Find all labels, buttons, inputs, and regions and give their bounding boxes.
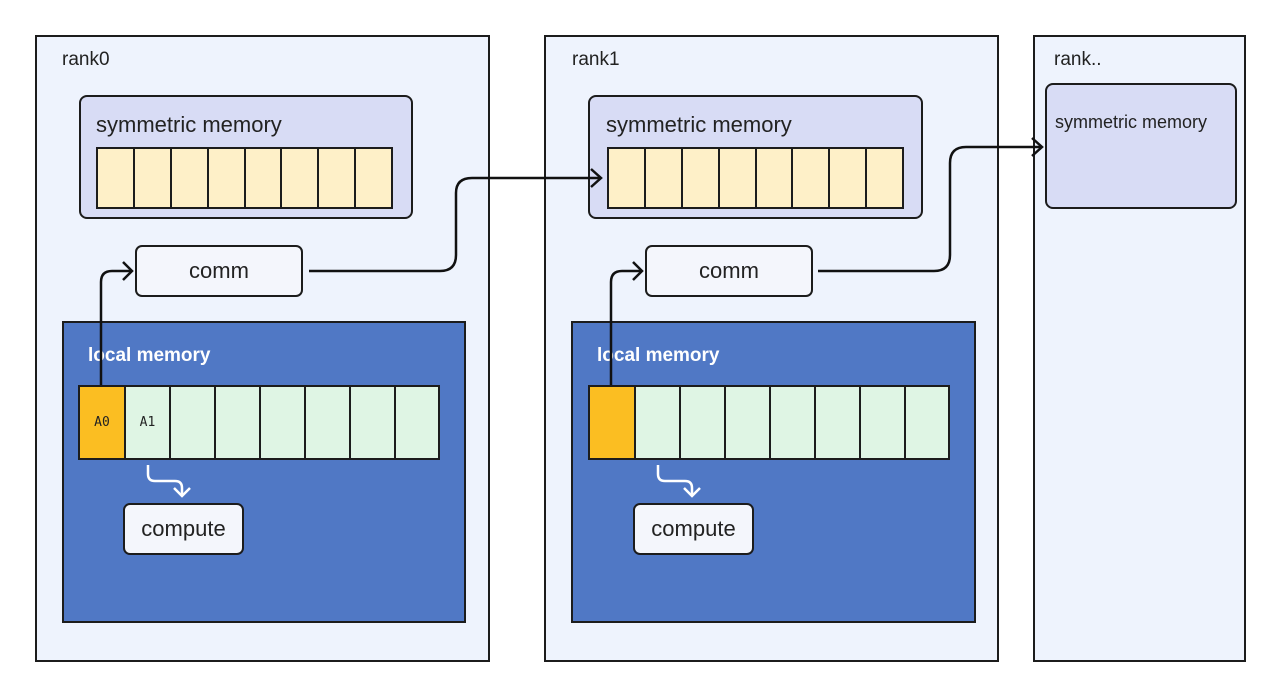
rank-n-label: rank.. [1054, 49, 1102, 70]
rank1-symmetric-buffer [607, 147, 904, 209]
symmetric-cell [356, 149, 391, 207]
local-cell [590, 387, 636, 458]
symmetric-cell [683, 149, 720, 207]
rank0-local-memory-title: local memory [88, 345, 211, 366]
symmetric-cell [282, 149, 320, 207]
local-cell [816, 387, 861, 458]
symmetric-cell [867, 149, 902, 207]
rank-n-symmetric-memory-title: symmetric memory [1055, 112, 1207, 132]
rank1-local-memory-title: local memory [597, 345, 720, 366]
rank0-symmetric-memory-title: symmetric memory [96, 112, 282, 137]
local-cell [906, 387, 948, 458]
local-cell-a0: A0 [80, 387, 126, 458]
rank0-comm-box: comm [135, 245, 303, 297]
rank1-comm-box: comm [645, 245, 813, 297]
local-cell [681, 387, 726, 458]
symmetric-cell [830, 149, 868, 207]
local-cell [636, 387, 681, 458]
rank1-compute-box: compute [633, 503, 754, 555]
local-cell-a1: A1 [126, 387, 171, 458]
symmetric-cell [246, 149, 283, 207]
symmetric-cell [135, 149, 172, 207]
local-cell [171, 387, 216, 458]
rank0-label: rank0 [62, 49, 110, 70]
rank1-symmetric-memory-title: symmetric memory [606, 112, 792, 137]
rank1-local-buffer [588, 385, 950, 460]
local-cell [261, 387, 306, 458]
symmetric-cell [172, 149, 209, 207]
local-cell [351, 387, 396, 458]
rank1-label: rank1 [572, 49, 620, 70]
symmetric-cell [646, 149, 683, 207]
symmetric-cell [793, 149, 831, 207]
local-cell [861, 387, 906, 458]
symmetric-cell [720, 149, 757, 207]
symmetric-cell [209, 149, 246, 207]
rank0-local-buffer: A0 A1 [78, 385, 440, 460]
symmetric-cell [757, 149, 794, 207]
local-cell [216, 387, 261, 458]
symmetric-cell [609, 149, 646, 207]
local-cell [306, 387, 351, 458]
symmetric-cell [319, 149, 357, 207]
symmetric-cell [98, 149, 135, 207]
local-cell [396, 387, 438, 458]
local-cell [771, 387, 816, 458]
rank0-symmetric-buffer [96, 147, 393, 209]
rank0-compute-box: compute [123, 503, 244, 555]
local-cell [726, 387, 771, 458]
rank-n-symmetric-memory [1045, 83, 1237, 209]
